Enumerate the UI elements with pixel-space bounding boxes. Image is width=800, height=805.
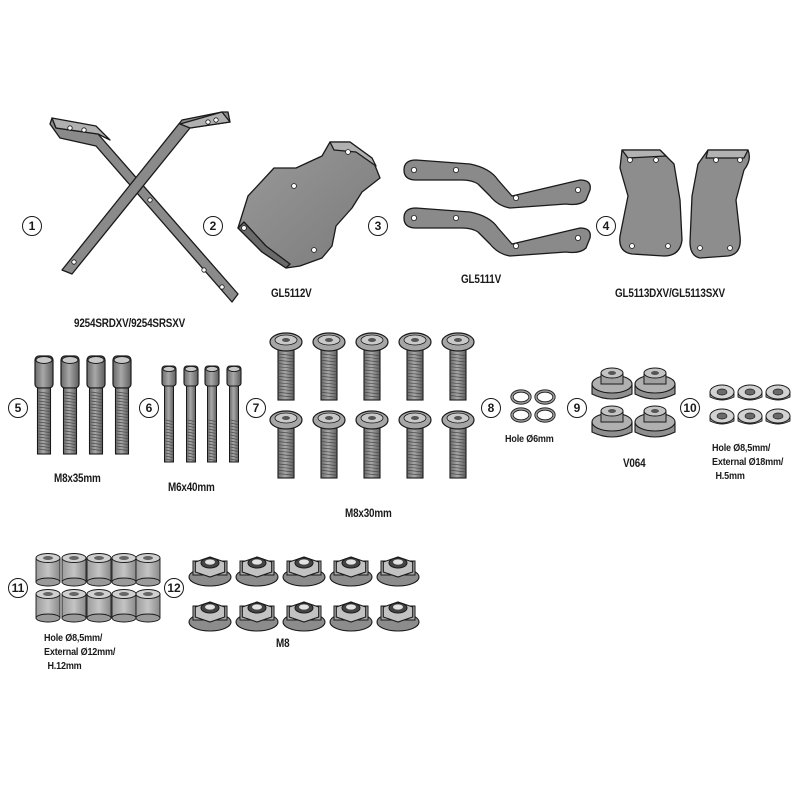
cylinder-spacer: [35, 589, 61, 623]
flange-nut: [376, 556, 420, 587]
rubber-spacer: [591, 367, 633, 400]
part-12-flange-nuts: [188, 556, 420, 632]
part-8-spring-washers: [510, 389, 556, 423]
socket-bolt-m6: [183, 365, 199, 463]
caption-part-9: V064: [623, 458, 646, 470]
rubber-spacer: [634, 405, 676, 438]
flange-nut: [235, 556, 279, 587]
callout-number-10: 10: [680, 398, 700, 418]
cylinder-spacer: [35, 553, 61, 587]
button-head-bolt: [312, 410, 346, 479]
callout-number-1: 1: [22, 216, 42, 236]
cylinder-spacer: [86, 589, 112, 623]
button-head-bolt: [269, 410, 303, 479]
callout-number-11: 11: [8, 578, 28, 598]
caption-part-11-line-3: H.12mm: [47, 660, 82, 672]
cylinder-spacer: [61, 589, 87, 623]
spring-washer: [534, 389, 556, 405]
cylinder-spacer: [61, 553, 87, 587]
part-2-mounting-plate: [237, 141, 381, 269]
caption-part-11-line-2: External Ø12mm/: [44, 646, 116, 658]
caption-part-10-line-1: Hole Ø8,5mm/: [712, 442, 771, 454]
caption-part-8: Hole Ø6mm: [505, 433, 554, 445]
button-head-bolt: [398, 410, 432, 479]
button-head-bolt: [441, 410, 475, 479]
spring-washer: [534, 407, 556, 423]
flange-nut: [282, 556, 326, 587]
caption-part-3: GL5111V: [461, 274, 502, 286]
rubber-spacer: [591, 405, 633, 438]
caption-part-4: GL5113DXV/GL5113SXV: [615, 288, 725, 300]
cylinder-spacer: [135, 589, 161, 623]
flat-washer: [737, 408, 763, 425]
socket-bolt-m8: [60, 355, 80, 455]
flat-washer: [765, 384, 791, 401]
flange-nut: [329, 556, 373, 587]
flat-washer: [737, 384, 763, 401]
callout-number-3: 3: [368, 216, 388, 236]
socket-bolt-m8: [34, 355, 54, 455]
callout-number-8: 8: [481, 398, 501, 418]
button-head-bolt: [441, 332, 475, 401]
callout-number-12: 12: [164, 578, 184, 598]
part-9-rubber-spacers: [591, 367, 676, 438]
callout-number-7: 7: [246, 398, 266, 418]
flange-nut: [282, 601, 326, 632]
button-head-bolt: [312, 332, 346, 401]
cylinder-spacer: [111, 553, 137, 587]
caption-part-2: GL5112V: [271, 288, 312, 300]
flat-washer: [709, 408, 735, 425]
callout-number-2: 2: [203, 216, 223, 236]
caption-part-10-line-2: External Ø18mm/: [712, 456, 784, 468]
callout-number-6: 6: [139, 398, 159, 418]
flange-nut: [376, 601, 420, 632]
socket-bolt-m8: [112, 355, 132, 455]
callout-number-4: 4: [596, 216, 616, 236]
spring-washer: [510, 407, 532, 423]
part-5-socket-bolts-m8x35: [34, 355, 132, 455]
cylinder-spacer: [111, 589, 137, 623]
part-7-button-bolts-m8x30: [269, 332, 475, 479]
button-head-bolt: [355, 332, 389, 401]
part-6-socket-bolts-m6x40: [161, 365, 242, 463]
button-head-bolt: [269, 332, 303, 401]
caption-part-10-line-3: H.5mm: [715, 470, 745, 482]
caption-part-11: Hole Ø8,5mm/ External Ø12mm/ H.12mm: [44, 631, 115, 673]
button-head-bolt: [355, 410, 389, 479]
part-1-crossed-bars: [49, 111, 239, 303]
socket-bolt-m6: [161, 365, 177, 463]
cylinder-spacer: [86, 553, 112, 587]
part-4-side-plates: [619, 149, 750, 259]
socket-bolt-m6: [204, 365, 220, 463]
callout-number-5: 5: [8, 398, 28, 418]
part-3-brackets: [403, 159, 591, 257]
caption-part-6: M6x40mm: [168, 482, 215, 494]
flange-nut: [329, 601, 373, 632]
caption-part-10: Hole Ø8,5mm/ External Ø18mm/ H.5mm: [712, 441, 783, 483]
flat-washer: [765, 408, 791, 425]
caption-part-7: M8x30mm: [345, 508, 392, 520]
part-10-flat-washers: [709, 384, 791, 425]
button-head-bolt: [398, 332, 432, 401]
flange-nut: [235, 601, 279, 632]
spring-washer: [510, 389, 532, 405]
part-11-cylinder-spacers: [35, 553, 161, 623]
socket-bolt-m8: [86, 355, 106, 455]
callout-number-9: 9: [567, 398, 587, 418]
flange-nut: [188, 556, 232, 587]
socket-bolt-m6: [226, 365, 242, 463]
caption-part-12: M8: [276, 638, 290, 650]
cylinder-spacer: [135, 553, 161, 587]
caption-part-5: M8x35mm: [54, 473, 101, 485]
caption-part-11-line-1: Hole Ø8,5mm/: [44, 632, 103, 644]
rubber-spacer: [634, 367, 676, 400]
flange-nut: [188, 601, 232, 632]
flat-washer: [709, 384, 735, 401]
caption-part-1: 9254SRDXV/9254SRSXV: [74, 318, 186, 330]
